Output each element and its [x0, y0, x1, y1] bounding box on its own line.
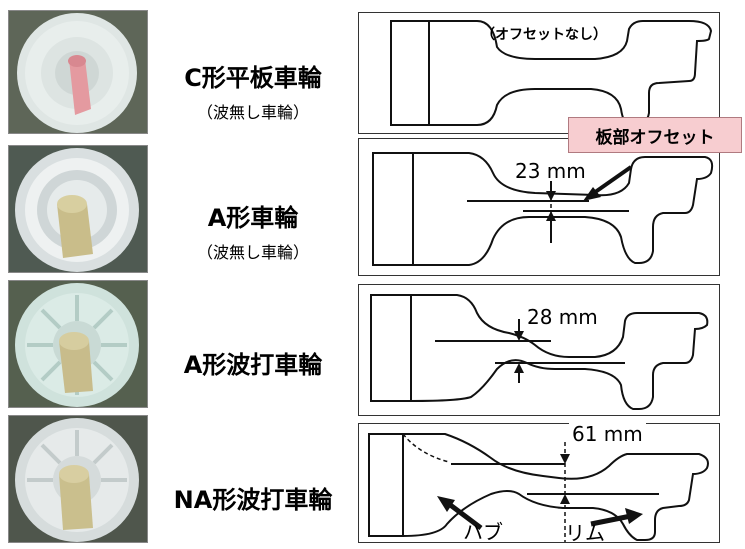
- cross-section-c-flat: （オフセットなし）: [358, 12, 720, 134]
- plate-offset-callout: 板部オフセット: [568, 117, 742, 153]
- no-offset-note: （オフセットなし）: [481, 27, 607, 43]
- cross-section-na-corrugated: 61 mm ハブ リム: [358, 422, 720, 545]
- dimension-23mm: 23 mm: [515, 159, 586, 183]
- wheel-photo-na-corrugated: [8, 415, 148, 543]
- wheel-label-c-flat: C形平板車輪 （波無し車輪）: [184, 64, 322, 122]
- wheel-photo-a-corrugated: [8, 280, 148, 408]
- wheel-label-a: A形車輪 （波無し車輪）: [196, 204, 309, 262]
- cross-section-a-corrugated: 28 mm: [358, 284, 720, 416]
- hub-label: ハブ: [463, 520, 503, 544]
- wheel-photo-a: [8, 145, 148, 273]
- wheel-label-na-corrugated: NA形波打車輪: [173, 486, 333, 514]
- wheel-label-a-corrugated: A形波打車輪: [183, 351, 323, 379]
- dimension-28mm: 28 mm: [527, 305, 598, 329]
- rim-label: リム: [565, 521, 605, 545]
- dimension-61mm: 61 mm: [569, 422, 646, 446]
- cross-section-a: 23 mm: [358, 138, 720, 276]
- wheel-photo-c-flat: [8, 10, 148, 134]
